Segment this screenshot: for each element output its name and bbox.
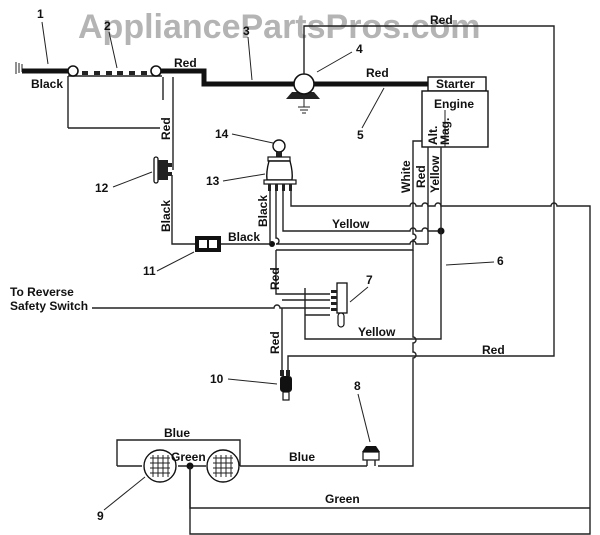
label-blue-top: Blue — [164, 426, 190, 440]
label-red-battery-down: Red — [159, 117, 173, 140]
wire-white — [276, 140, 422, 251]
headlight-left — [143, 449, 177, 483]
seat-switch — [280, 370, 292, 401]
wire-red-right — [287, 205, 555, 370]
wire-ignition-top-route — [189, 191, 591, 535]
wire-red-top — [303, 25, 555, 205]
callout-4: 4 — [316, 42, 363, 73]
ignition-switch — [263, 139, 297, 191]
headlight-right — [206, 449, 240, 483]
label-green-lights: Green — [171, 450, 206, 464]
label-red-right: Red — [482, 343, 505, 357]
label-red-engine: Red — [414, 165, 428, 188]
label-alt: Alt. — [426, 126, 440, 145]
callout-12: 12 — [95, 171, 153, 195]
label-yellow-safety: Yellow — [358, 325, 396, 339]
label-blue-bottom: Blue — [289, 450, 315, 464]
label-black-ammeter: Black — [159, 200, 173, 232]
svg-text:7: 7 — [366, 273, 373, 287]
svg-text:5: 5 — [357, 128, 364, 142]
callout-10: 10 — [210, 372, 278, 386]
ground-cable — [15, 62, 68, 74]
label-black-fuse: Black — [228, 230, 260, 244]
wire-yellow-engine — [304, 147, 442, 340]
svg-text:4: 4 — [356, 42, 363, 56]
callout-3: 3 — [243, 24, 253, 81]
wire-green-bottom — [189, 466, 590, 509]
callout-14: 14 — [215, 127, 274, 144]
watermark: AppliancePartsPros.com — [78, 8, 480, 46]
svg-text:3: 3 — [243, 24, 250, 38]
svg-text:6: 6 — [497, 254, 504, 268]
engine — [421, 76, 489, 148]
label-starter: Starter — [436, 77, 475, 91]
svg-text:1: 1 — [37, 7, 44, 21]
label-reverse-line1: To Reverse — [10, 285, 74, 299]
svg-text:2: 2 — [104, 19, 111, 33]
label-red-seat: Red — [268, 331, 282, 354]
light-switch — [362, 446, 380, 466]
callout-7: 7 — [349, 273, 373, 303]
ammeter — [153, 156, 172, 184]
wire-yellow-ignition — [282, 191, 441, 232]
label-reverse-line2: Safety Switch — [10, 299, 88, 313]
svg-text:8: 8 — [354, 379, 361, 393]
wire-blue-top — [116, 439, 241, 466]
label-red-top-right: Red — [430, 13, 453, 27]
label-red-mid: Red — [268, 267, 282, 290]
label-green-bottom: Green — [325, 492, 360, 506]
svg-text:10: 10 — [210, 372, 224, 386]
callout-13: 13 — [206, 173, 266, 188]
svg-text:11: 11 — [143, 264, 156, 278]
starter-solenoid — [286, 73, 320, 114]
svg-text:14: 14 — [215, 127, 229, 141]
label-engine: Engine — [434, 97, 474, 111]
label-black-ignition: Black — [256, 195, 270, 227]
fuse-holder — [195, 236, 221, 252]
svg-text:13: 13 — [206, 174, 220, 188]
label-yellow-engine: Yellow — [428, 155, 442, 193]
label-black-ground: Black — [31, 77, 63, 91]
svg-text:9: 9 — [97, 509, 104, 523]
label-yellow-ignition: Yellow — [332, 217, 370, 231]
wire-harness — [378, 250, 417, 467]
callout-1: 1 — [37, 7, 49, 65]
callout-2: 2 — [104, 19, 118, 69]
battery-cable — [161, 68, 300, 87]
wire-black-ammeter-fuse — [171, 175, 195, 245]
callout-9: 9 — [97, 476, 146, 523]
callout-6: 6 — [445, 254, 504, 268]
label-white: White — [399, 160, 413, 193]
wire-red-mid — [275, 250, 330, 295]
callout-5: 5 — [357, 87, 385, 142]
label-red-top-battery: Red — [174, 56, 197, 70]
label-red-starter: Red — [366, 66, 389, 80]
callout-11: 11 — [143, 251, 195, 278]
svg-text:12: 12 — [95, 181, 109, 195]
label-mag: Mag. — [438, 118, 452, 145]
wire-reverse-safety — [92, 304, 330, 309]
wire-ignition-fuse-line — [275, 191, 428, 245]
safety-switch — [331, 282, 348, 328]
callout-8: 8 — [354, 379, 371, 443]
battery — [67, 65, 162, 129]
